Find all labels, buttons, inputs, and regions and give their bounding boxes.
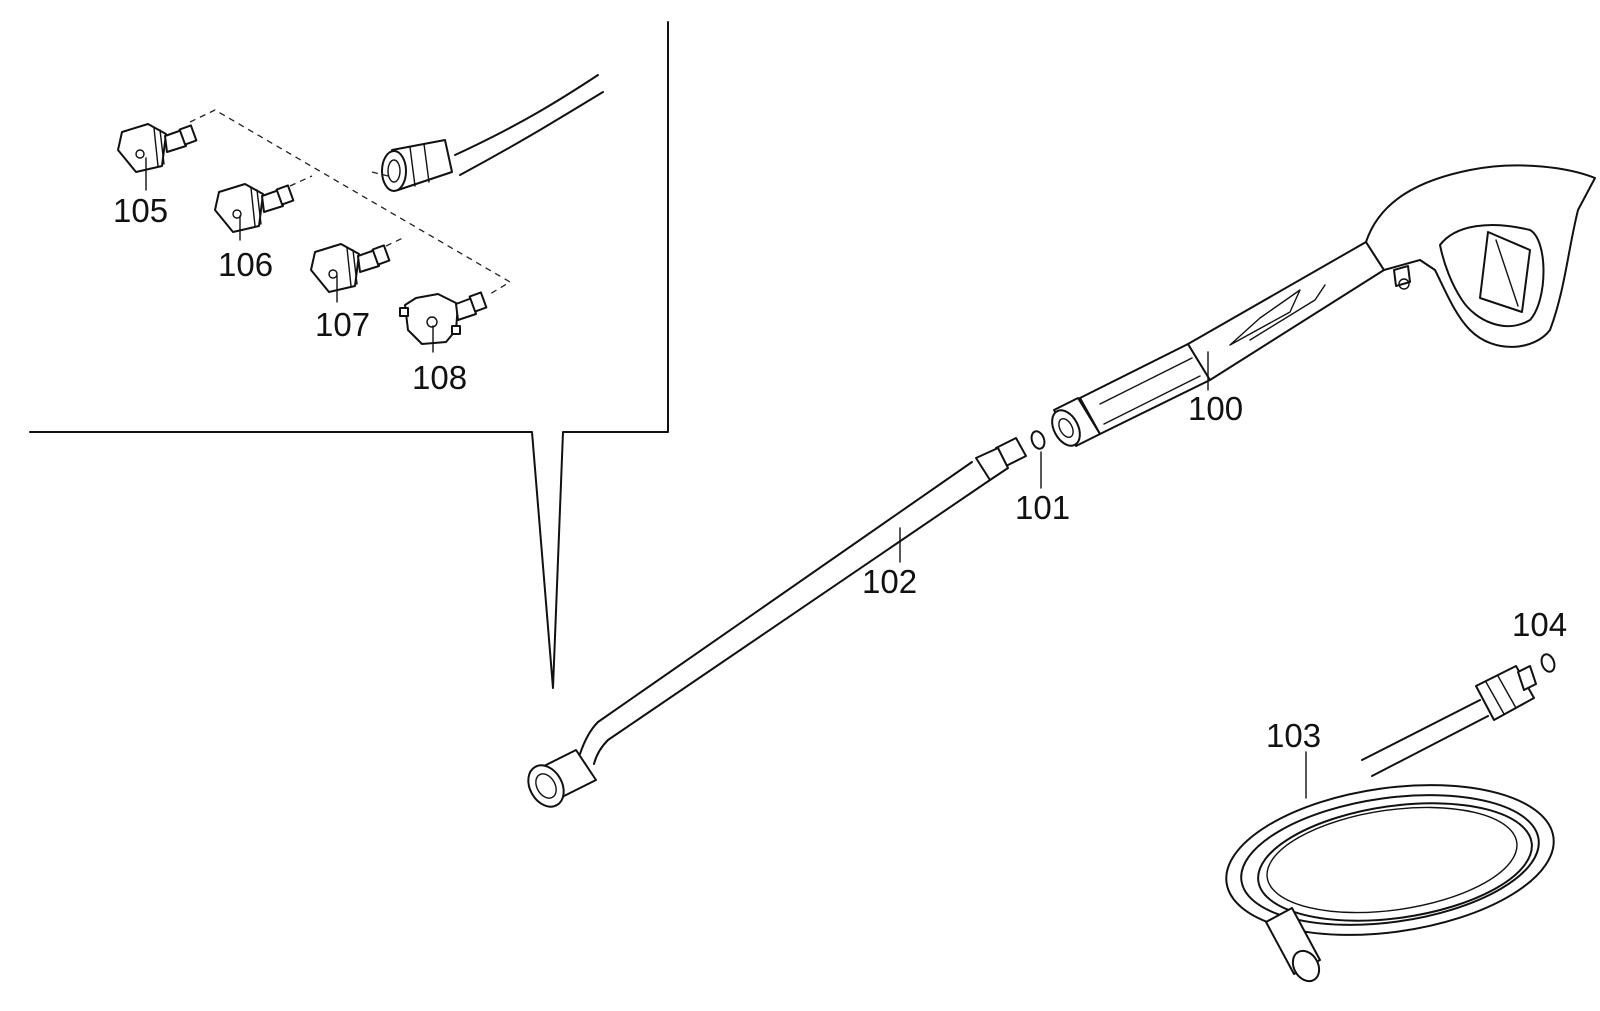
part-label-107: 107: [315, 306, 370, 343]
inset-leader-lines: [145, 157, 434, 353]
part-label-101: 101: [1015, 489, 1070, 526]
part-label-103: 103: [1266, 717, 1321, 754]
nozzle-tip-107: [310, 243, 391, 293]
part-label-100: 100: [1188, 390, 1243, 427]
spray-gun-handle: [1051, 164, 1596, 447]
part-label-102: 102: [862, 563, 917, 600]
nozzle-tip-105: [117, 123, 198, 173]
nozzle-alignment-lines: [189, 109, 512, 295]
part-label-108: 108: [412, 359, 467, 396]
part-label-105: 105: [113, 192, 168, 229]
lance-wand: [527, 437, 1027, 808]
o-ring-104: [1540, 653, 1556, 673]
part-label-106: 106: [218, 246, 273, 283]
high-pressure-hose: [1225, 665, 1555, 983]
inset-hose-connector: [381, 74, 604, 192]
o-ring-101: [1030, 430, 1046, 489]
nozzle-tip-106: [214, 183, 295, 233]
part-label-104: 104: [1512, 606, 1567, 643]
nozzle-tip-108: [399, 291, 488, 345]
inset-callout-frame: [29, 21, 669, 689]
